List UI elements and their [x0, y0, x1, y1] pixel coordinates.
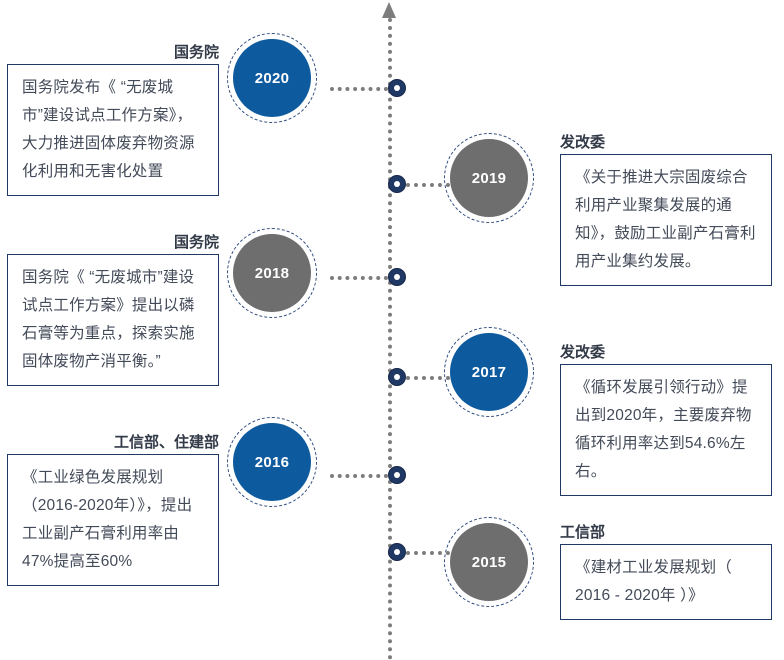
timeline-node-2020 — [388, 79, 406, 97]
timeline-axis — [388, 18, 392, 660]
event-block-2019: 发改委 《关于推进大宗固废综合利用产业聚集发展的通知》，鼓励工业副产石膏利用产业… — [560, 132, 772, 286]
year-label: 2016 — [254, 453, 290, 471]
event-header-2020: 国务院 — [173, 44, 219, 61]
timeline-node-2017 — [388, 368, 406, 386]
event-header-2018: 国务院 — [173, 234, 219, 251]
year-circle-2019[interactable]: 2019 — [450, 139, 528, 217]
year-circle-2016[interactable]: 2016 — [233, 423, 311, 501]
event-block-2020: 国务院 国务院发布《 “无废城市”建设试点工作方案》，大力推进固体废弃物资源化利… — [7, 42, 219, 196]
connector-2018 — [330, 276, 388, 280]
timeline-node-2018 — [388, 268, 406, 286]
connector-2017 — [406, 376, 450, 380]
event-body-2015: 《建材工业发展规划（ 2016 - 2020年 ）》 — [560, 544, 772, 620]
connector-2020 — [330, 87, 388, 91]
connector-2015 — [406, 551, 450, 555]
event-body-2016: 《工业绿色发展规划（2016-2020年）》，提出工业副产石膏利用率由47%提高… — [7, 454, 219, 586]
event-block-2017: 发改委 《循环发展引领行动》提出到2020年，主要废弃物循环利用率达到54.6%… — [560, 342, 772, 496]
year-ring-2019 — [444, 133, 534, 223]
timeline-node-2015 — [388, 543, 406, 561]
arrow-up-icon — [382, 2, 396, 18]
year-ring-2017 — [444, 327, 534, 417]
year-label: 2015 — [471, 553, 507, 571]
connector-2019 — [406, 183, 450, 187]
year-label: 2018 — [254, 264, 290, 282]
event-block-2016: 工信部、住建部 《工业绿色发展规划（2016-2020年）》，提出工业副产石膏利… — [7, 432, 219, 586]
year-circle-2020[interactable]: 2020 — [233, 39, 311, 117]
event-body-2018: 国务院《 “无废城市”建设试点工作方案》提出以磷石膏等为重点，探索实施固体废物产… — [7, 254, 219, 386]
event-header-2019: 发改委 — [560, 134, 606, 151]
timeline-node-2016 — [388, 466, 406, 484]
year-ring-2020 — [227, 33, 317, 123]
event-block-2015: 工信部 《建材工业发展规划（ 2016 - 2020年 ）》 — [560, 522, 772, 620]
event-body-2017: 《循环发展引领行动》提出到2020年，主要废弃物循环利用率达到54.6%左右。 — [560, 364, 772, 496]
event-body-2019: 《关于推进大宗固废综合利用产业聚集发展的通知》，鼓励工业副产石膏利用产业集约发展… — [560, 154, 772, 286]
year-circle-2017[interactable]: 2017 — [450, 333, 528, 411]
timeline-node-2019 — [388, 175, 406, 193]
event-block-2018: 国务院 国务院《 “无废城市”建设试点工作方案》提出以磷石膏等为重点，探索实施固… — [7, 232, 219, 386]
year-label: 2019 — [471, 169, 507, 187]
year-circle-2015[interactable]: 2015 — [450, 523, 528, 601]
connector-2016 — [330, 474, 388, 478]
year-ring-2015 — [444, 517, 534, 607]
year-ring-2018 — [227, 228, 317, 318]
event-header-2016: 工信部、住建部 — [113, 434, 219, 451]
event-body-2020: 国务院发布《 “无废城市”建设试点工作方案》，大力推进固体废弃物资源化利用和无害… — [7, 64, 219, 196]
year-circle-2018[interactable]: 2018 — [233, 234, 311, 312]
year-label: 2020 — [254, 69, 290, 87]
year-ring-2016 — [227, 417, 317, 507]
event-header-2017: 发改委 — [560, 344, 606, 361]
event-header-2015: 工信部 — [560, 524, 606, 541]
year-label: 2017 — [471, 363, 507, 381]
